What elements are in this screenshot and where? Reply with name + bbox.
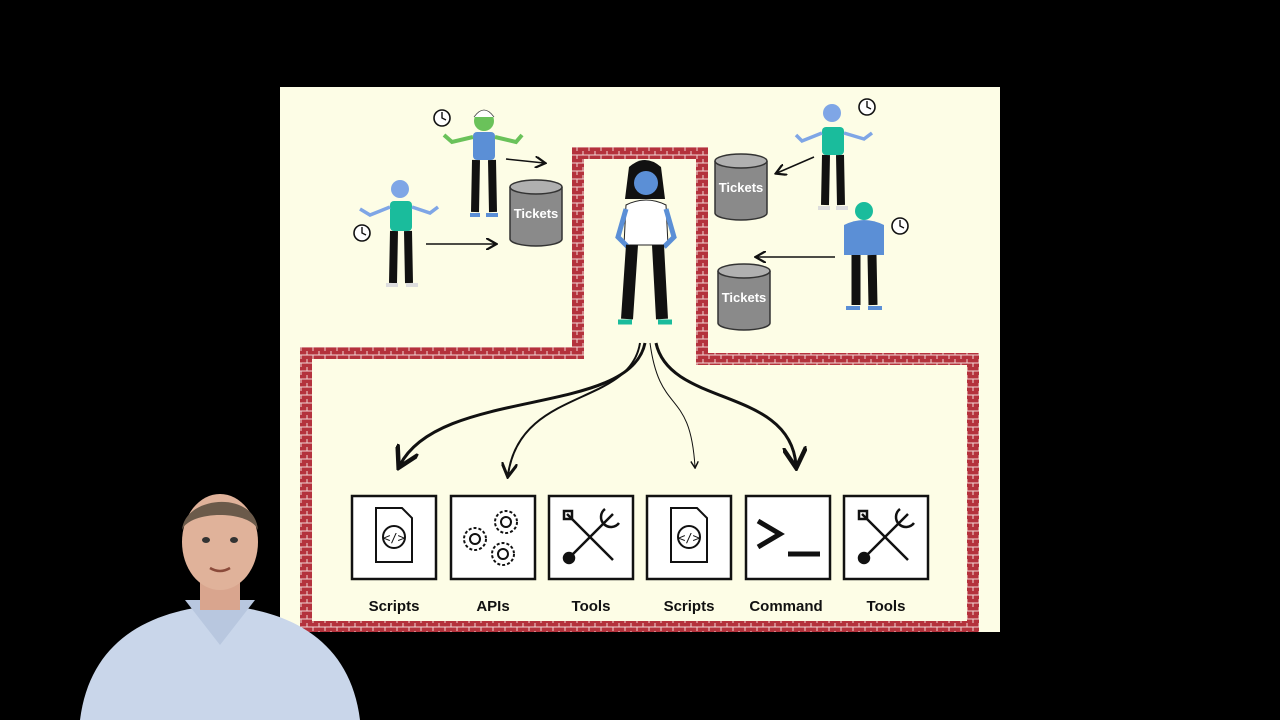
tickets-cylinder-top-right: Tickets	[714, 153, 768, 221]
person-shrugging-top-right	[794, 98, 876, 210]
arrow-to-scripts-2	[649, 342, 695, 467]
tickets-cylinder-bottom-right: Tickets	[717, 263, 771, 331]
tool-label-apis: APIs	[476, 598, 510, 615]
tool-box-tools-2	[842, 494, 930, 581]
tool-label-scripts-2: Scripts	[663, 598, 715, 615]
brick-wall	[300, 147, 979, 632]
tool-box-command	[744, 494, 832, 581]
tool-box-tools	[547, 494, 635, 581]
tool-label-tools: Tools	[571, 598, 611, 615]
arrow-to-scripts	[400, 342, 647, 465]
gears-icon	[463, 510, 518, 566]
presenter-video	[80, 494, 360, 720]
arrow-to-tickets-top-right	[777, 156, 815, 173]
diagram-slide: Tickets	[280, 87, 1000, 632]
terminal-prompt-icon	[756, 518, 820, 557]
tool-label-command: Command	[749, 598, 823, 615]
code-document-icon: </>	[375, 507, 413, 563]
tickets-label-left: Tickets	[514, 206, 559, 221]
person-shrugging-green-left	[433, 109, 524, 217]
tickets-cylinder-left: Tickets	[509, 179, 563, 247]
person-shrugging-green-shirt	[353, 180, 440, 287]
arrow-to-apis	[508, 342, 641, 475]
wrench-screwdriver-icon	[857, 508, 915, 565]
arrow-to-command	[654, 342, 796, 465]
tool-label-scripts: Scripts	[368, 598, 420, 615]
person-support-engineer	[615, 160, 677, 325]
tickets-label-bottom-right: Tickets	[722, 290, 767, 305]
wrench-screwdriver-icon	[562, 508, 620, 565]
arrow-to-tickets-top-left	[505, 159, 544, 163]
tool-box-scripts-2: </>	[645, 494, 733, 581]
tool-box-scripts: </>	[350, 494, 438, 581]
diagram-canvas: Tickets	[300, 98, 979, 632]
tickets-label-top-right: Tickets	[719, 180, 764, 195]
svg-text:</>: </>	[678, 531, 700, 545]
tool-label-tools-2: Tools	[866, 598, 906, 615]
tool-box-apis	[449, 494, 537, 581]
code-document-icon: </>	[670, 507, 708, 563]
svg-text:</>: </>	[383, 531, 405, 545]
person-standing-right	[844, 202, 909, 310]
